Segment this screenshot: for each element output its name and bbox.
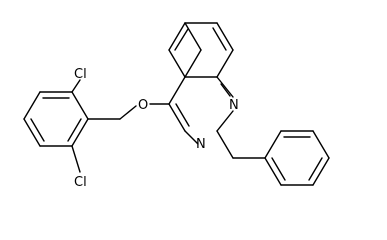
bond-c-cl-top — [71, 79, 81, 93]
bond-ch2-o — [119, 105, 137, 120]
double-bond-inner — [271, 157, 286, 181]
bond — [168, 49, 186, 78]
bond — [168, 103, 186, 132]
atom-nitrogen-right: N — [229, 98, 239, 113]
atom-cl-top: Cl — [74, 67, 87, 82]
pyrimidine-ring — [168, 76, 234, 145]
bond — [264, 157, 282, 186]
dichlorophenyl-ring — [23, 91, 89, 147]
bond — [71, 118, 89, 147]
bond — [216, 76, 234, 98]
bond — [312, 130, 330, 159]
bond — [184, 49, 202, 78]
bond — [216, 22, 234, 51]
phenyl-ring — [264, 130, 330, 186]
bond-c-cl-bottom — [71, 145, 81, 173]
double-bond-inner — [308, 157, 323, 181]
atom-oxygen: O — [138, 98, 148, 113]
benzo-hexagon — [168, 22, 234, 78]
double-bond-inner — [67, 118, 82, 142]
bond — [312, 157, 330, 186]
double-bond-inner — [30, 118, 45, 142]
bond — [23, 118, 41, 147]
structure-canvas: Cl Cl O N N — [23, 22, 330, 190]
bond — [216, 110, 234, 132]
double-bond-inner — [220, 83, 231, 97]
molecule-diagram: Cl Cl O N N — [23, 22, 330, 190]
bond — [184, 130, 199, 145]
bond — [168, 22, 186, 51]
bond — [71, 91, 89, 120]
bond — [184, 22, 202, 51]
atom-cl-bottom: Cl — [74, 175, 87, 190]
double-bond-inner — [212, 27, 227, 51]
bond — [23, 91, 41, 120]
bond-c2-ch2 — [216, 130, 234, 159]
bond — [216, 49, 234, 78]
bond — [168, 76, 186, 105]
atom-nitrogen-bottom: N — [196, 137, 206, 152]
bond — [264, 130, 282, 159]
double-bond-inner — [175, 103, 190, 127]
double-bond-inner — [174, 28, 189, 51]
benzo-ring — [184, 22, 202, 78]
